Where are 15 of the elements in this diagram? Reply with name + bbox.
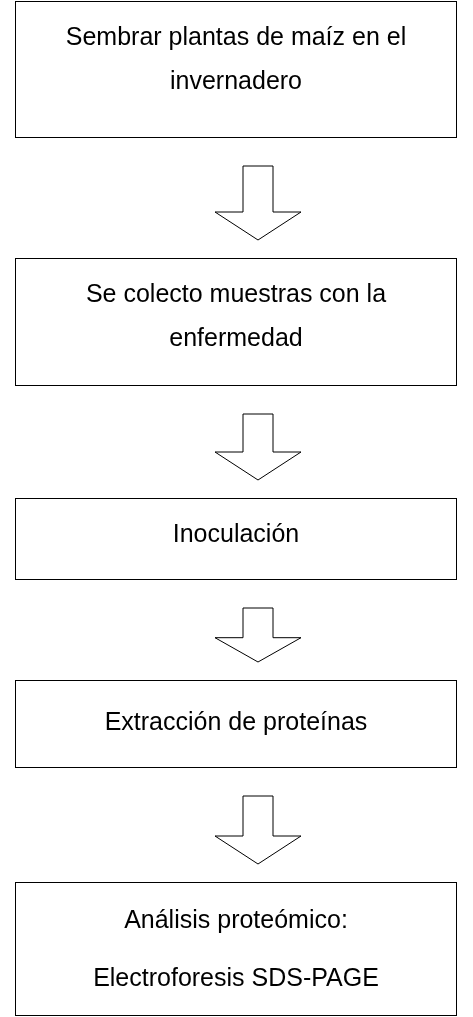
- process-box: [15, 1, 457, 138]
- process-box: [15, 258, 457, 386]
- block-arrow: [214, 165, 302, 241]
- block-arrow: [214, 607, 302, 663]
- process-box: [15, 680, 457, 768]
- step-text: Extracción de proteínas: [104, 706, 368, 737]
- step-text: Inoculación: [172, 518, 300, 549]
- step-text: Sembrar plantas de maíz en el invernadero: [64, 21, 408, 96]
- step-text: Análisis proteómico:: [124, 904, 348, 935]
- process-box: [15, 498, 457, 580]
- step-text: Electroforesis SDS-PAGE: [93, 962, 379, 993]
- block-arrow: [214, 413, 302, 481]
- block-arrow: [214, 795, 302, 865]
- process-box: [15, 882, 457, 1016]
- step-text: Se colecto muestras con la enfermedad: [84, 278, 388, 353]
